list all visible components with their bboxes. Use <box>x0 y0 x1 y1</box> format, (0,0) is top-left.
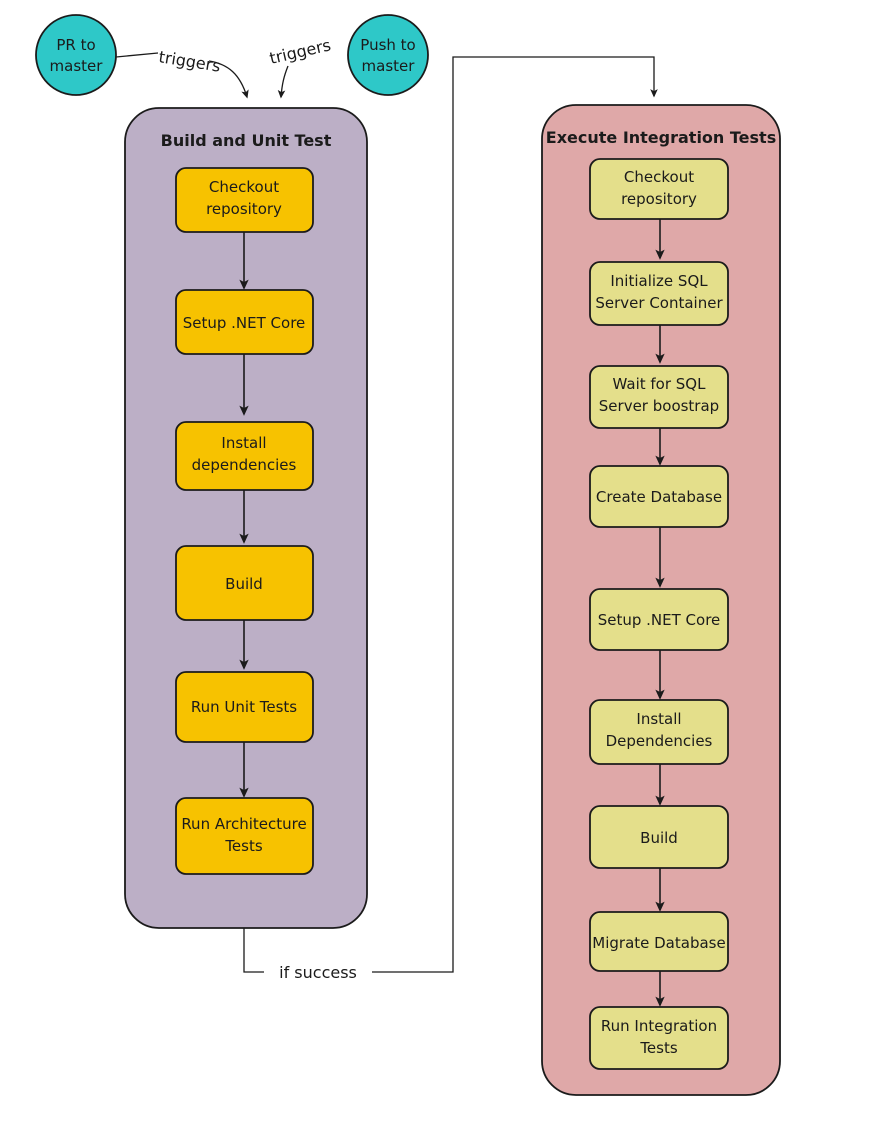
step-setup-dotnet-core-integration[interactable]: Setup .NET Core <box>589 588 729 651</box>
step-build-build-box <box>175 545 314 621</box>
edge-push-to-master-label: triggers <box>268 35 333 68</box>
step-install-dependencies-build[interactable]: Install dependencies <box>175 421 314 491</box>
step-initialize-sql-server-container-box <box>589 261 729 326</box>
step-install-dependencies-integration-box <box>589 699 729 765</box>
step-run-integration-tests-box <box>589 1006 729 1070</box>
trigger-node-push-to-master-line2: master <box>362 57 416 75</box>
step-build-integration-line1: Build <box>640 829 678 847</box>
step-create-database[interactable]: Create Database <box>589 465 729 528</box>
step-install-dependencies-build-line1: Install <box>221 434 266 452</box>
step-run-architecture-tests-build-line2: Tests <box>224 837 263 855</box>
group-build-and-unit-test-title: Build and Unit Test <box>161 131 332 150</box>
trigger-node-pr-to-master[interactable]: PR to master <box>35 14 117 96</box>
step-run-architecture-tests-build[interactable]: Run Architecture Tests <box>175 797 314 875</box>
step-checkout-repository-build-box <box>175 167 314 233</box>
group-execute-integration-tests-title: Execute Integration Tests <box>546 128 776 147</box>
step-build-build-line1: Build <box>225 575 263 593</box>
step-run-integration-tests-line1: Run Integration <box>601 1017 717 1035</box>
step-setup-dotnet-core-build-line1: Setup .NET Core <box>183 314 306 332</box>
edge-pr-to-master-triggers: triggers <box>115 47 249 99</box>
connector-if-success-path-to-integration <box>372 56 658 973</box>
step-install-dependencies-integration-line1: Install <box>636 710 681 728</box>
step-run-architecture-tests-build-box <box>175 797 314 875</box>
step-wait-for-sql-server-boostrap-line1: Wait for SQL <box>613 375 707 393</box>
step-build-integration-box <box>589 805 729 869</box>
step-run-unit-tests-build[interactable]: Run Unit Tests <box>175 671 314 743</box>
step-initialize-sql-server-container[interactable]: Initialize SQL Server Container <box>589 261 729 326</box>
step-initialize-sql-server-container-line2: Server Container <box>595 294 723 312</box>
step-setup-dotnet-core-build-box <box>175 289 314 355</box>
step-run-integration-tests[interactable]: Run Integration Tests <box>589 1006 729 1070</box>
step-checkout-repository-integration-line1: Checkout <box>624 168 694 186</box>
edge-push-to-master-triggers: triggers <box>268 35 333 99</box>
connector-if-success-left-segment <box>243 928 264 973</box>
step-run-unit-tests-build-line1: Run Unit Tests <box>191 698 297 716</box>
step-migrate-database-line1: Migrate Database <box>592 934 725 952</box>
step-setup-dotnet-core-integration-line1: Setup .NET Core <box>598 611 721 629</box>
trigger-node-pr-to-master-line2: master <box>50 57 104 75</box>
step-install-dependencies-build-box <box>175 421 314 491</box>
step-install-dependencies-build-line2: dependencies <box>192 456 297 474</box>
step-checkout-repository-integration-line2: repository <box>621 190 697 208</box>
step-setup-dotnet-core-integration-box <box>589 588 729 651</box>
edge-pr-to-master-segment-a <box>115 52 159 58</box>
step-checkout-repository-build-line2: repository <box>206 200 282 218</box>
edge-push-to-master-segment <box>277 65 289 99</box>
edge-pr-to-master-label: triggers <box>157 47 222 76</box>
step-run-unit-tests-build-box <box>175 671 314 743</box>
step-migrate-database-box <box>589 911 729 972</box>
trigger-node-pr-to-master-circle <box>35 14 117 96</box>
connector-if-success-label: if success <box>279 963 357 982</box>
step-initialize-sql-server-container-line1: Initialize SQL <box>610 272 708 290</box>
step-build-build[interactable]: Build <box>175 545 314 621</box>
connector-if-success: if success <box>243 56 658 982</box>
step-migrate-database[interactable]: Migrate Database <box>589 911 729 972</box>
step-install-dependencies-integration[interactable]: Install Dependencies <box>589 699 729 765</box>
step-run-architecture-tests-build-line1: Run Architecture <box>181 815 306 833</box>
step-checkout-repository-integration[interactable]: Checkout repository <box>589 158 729 220</box>
step-create-database-line1: Create Database <box>596 488 722 506</box>
step-setup-dotnet-core-build[interactable]: Setup .NET Core <box>175 289 314 355</box>
step-wait-for-sql-server-boostrap[interactable]: Wait for SQL Server boostrap <box>589 365 729 429</box>
step-wait-for-sql-server-boostrap-box <box>589 365 729 429</box>
step-wait-for-sql-server-boostrap-line2: Server boostrap <box>599 397 719 415</box>
trigger-node-push-to-master[interactable]: Push to master <box>347 14 429 96</box>
step-checkout-repository-build[interactable]: Checkout repository <box>175 167 314 233</box>
edge-pr-to-master-segment-b <box>208 60 249 99</box>
trigger-node-push-to-master-circle <box>347 14 429 96</box>
step-checkout-repository-integration-box <box>589 158 729 220</box>
step-build-integration[interactable]: Build <box>589 805 729 869</box>
trigger-node-push-to-master-line1: Push to <box>360 36 415 54</box>
step-run-integration-tests-line2: Tests <box>639 1039 678 1057</box>
step-checkout-repository-build-line1: Checkout <box>209 178 279 196</box>
step-create-database-box <box>589 465 729 528</box>
step-install-dependencies-integration-line2: Dependencies <box>606 732 713 750</box>
trigger-node-pr-to-master-line1: PR to <box>56 36 95 54</box>
